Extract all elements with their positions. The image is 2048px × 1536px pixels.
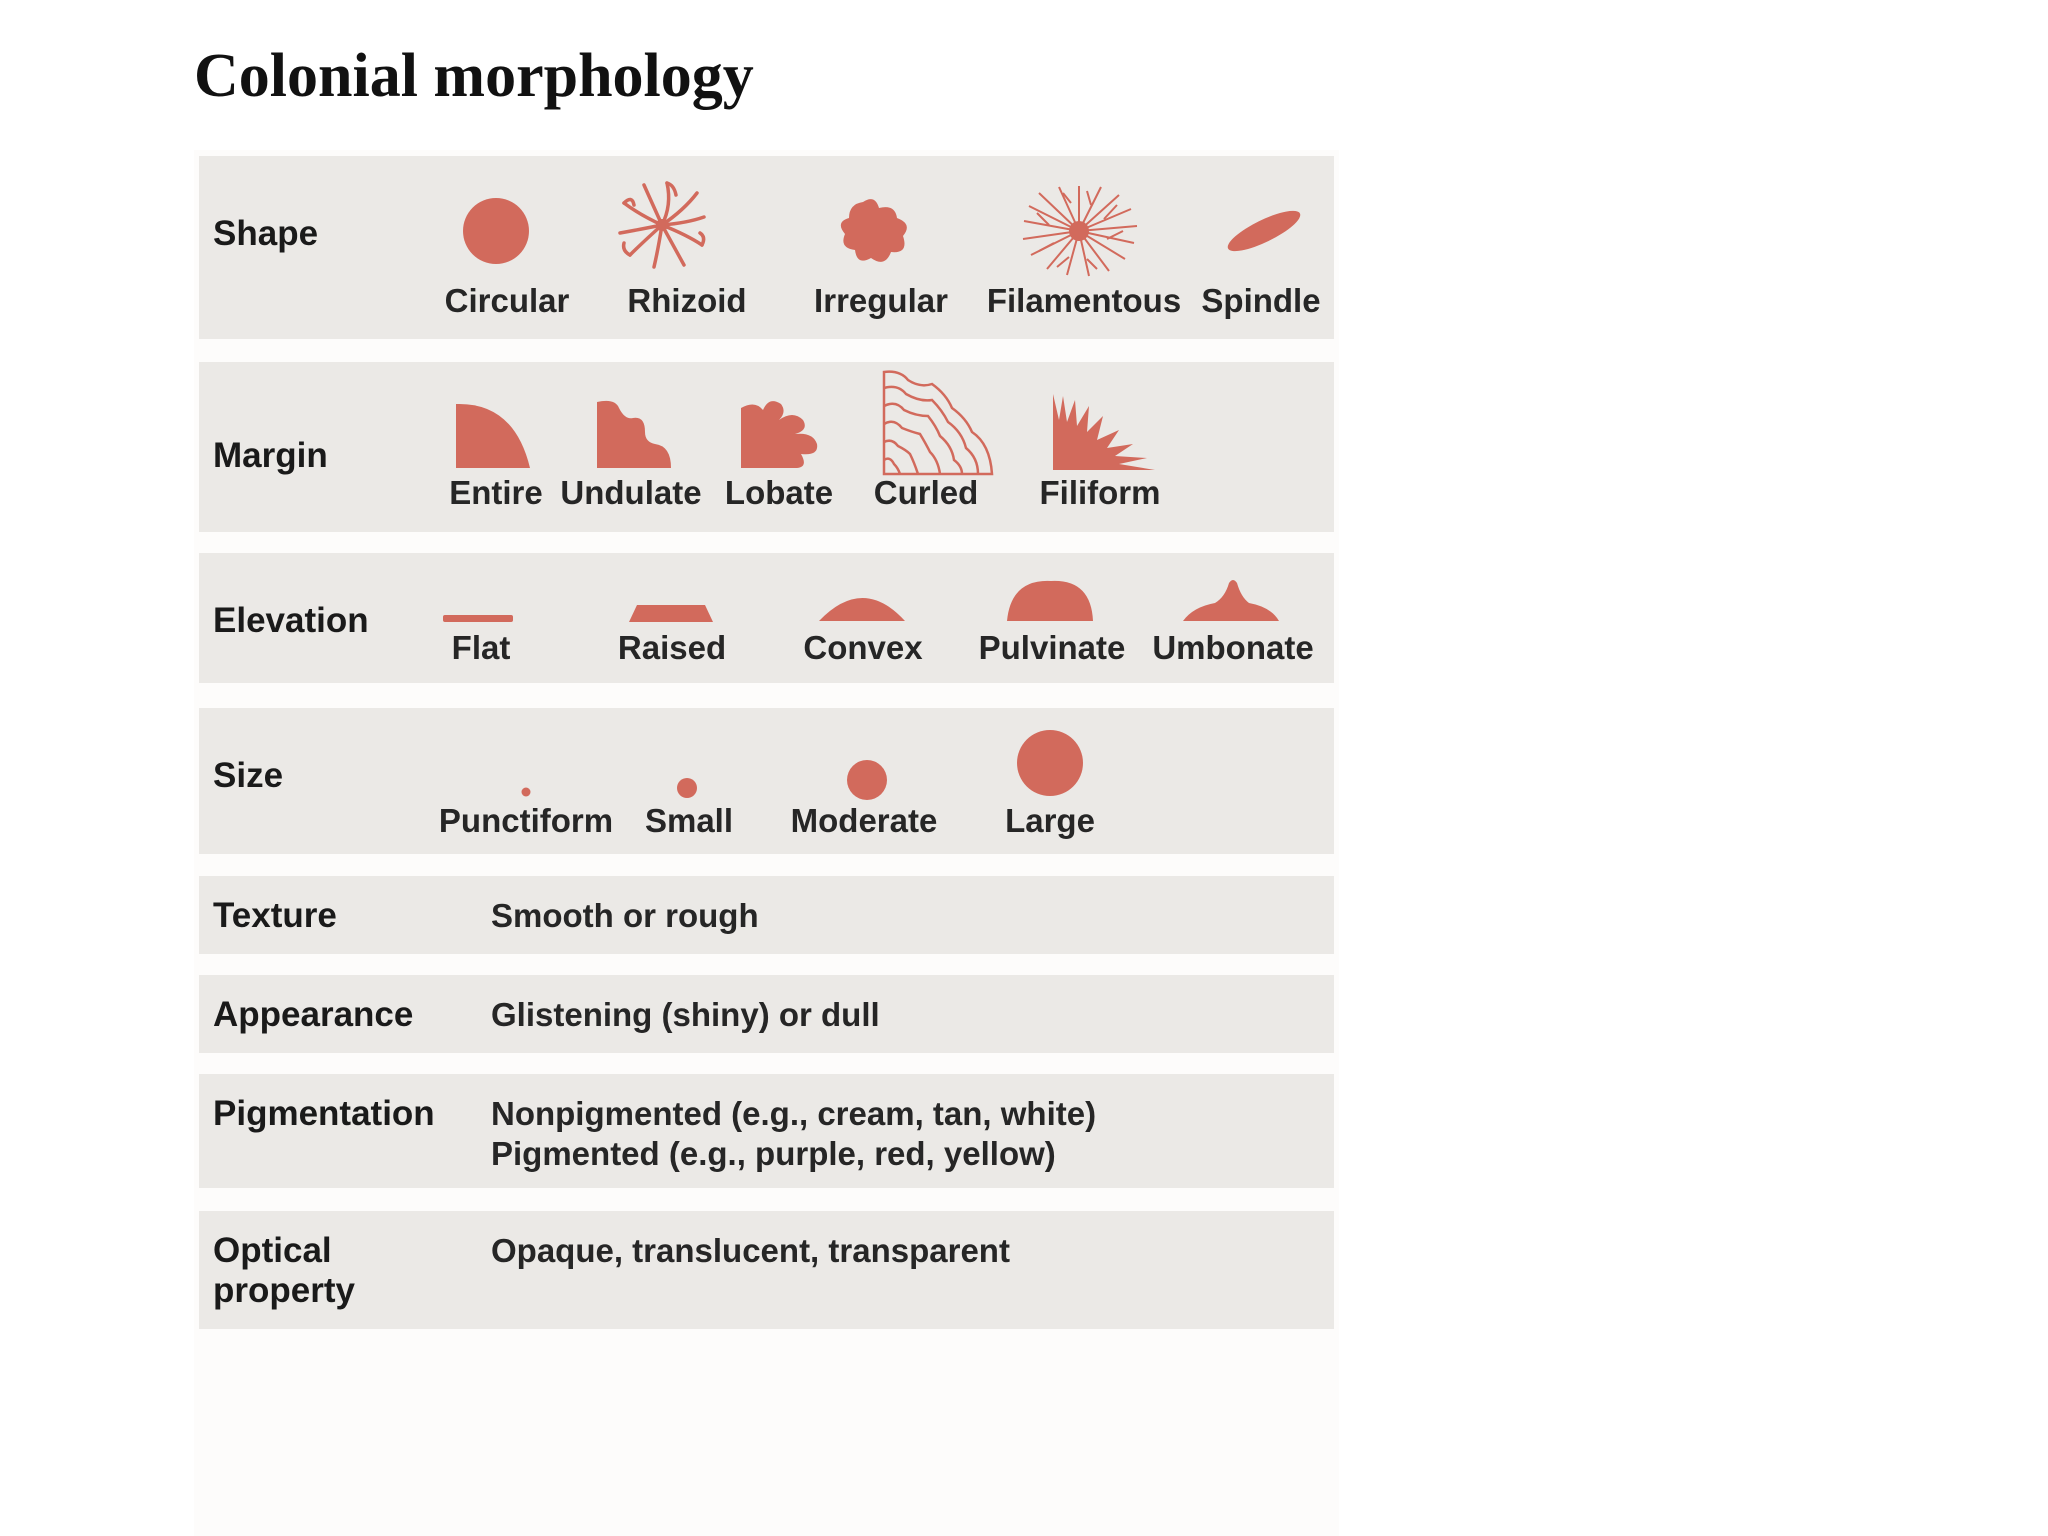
shape-label-filamentous: Filamentous (986, 282, 1182, 319)
elevation-label-convex: Convex (803, 629, 923, 666)
margin-label-curled: Curled (873, 474, 979, 511)
row-shape: Shape Circular (199, 156, 1334, 339)
margin-label-filiform: Filiform (1039, 474, 1161, 511)
page-title: Colonial morphology (194, 42, 754, 110)
size-label-moderate: Moderate (790, 802, 938, 839)
margin-label-lobate: Lobate (724, 474, 834, 511)
flat-elevation-icon (443, 615, 513, 622)
pulvinate-elevation-icon (1007, 580, 1093, 621)
margin-label-entire: Entire (449, 474, 543, 511)
row-appearance: Appearance Glistening (shiny) or dull (199, 975, 1334, 1053)
elevation-label-raised: Raised (617, 629, 727, 666)
row-margin: Margin Entire Undulate Lobate Curled (199, 362, 1334, 532)
large-size-icon (1017, 730, 1083, 796)
shape-label-circular: Circular (444, 282, 570, 319)
circular-colony-icon (463, 198, 529, 264)
irregular-colony-icon (840, 199, 907, 262)
rhizoid-colony-icon (618, 181, 706, 269)
small-size-icon (677, 778, 697, 798)
elevation-label-umbonate: Umbonate (1152, 629, 1314, 666)
filamentous-colony-icon (1022, 186, 1138, 277)
curled-margin-icon (882, 370, 994, 476)
row-label-optical-line-1: Optical (213, 1231, 332, 1270)
row-size: Size Punctiform Small Moderate Large (199, 708, 1334, 854)
row-pigmentation: Pigmentation Nonpigmented (e.g., cream, … (199, 1074, 1334, 1188)
margin-label-undulate: Undulate (560, 474, 702, 511)
shape-label-irregular: Irregular (814, 282, 948, 319)
row-label-appearance: Appearance (213, 995, 414, 1034)
row-label-texture: Texture (213, 896, 337, 935)
appearance-description: Glistening (shiny) or dull (491, 996, 880, 1033)
row-label-margin: Margin (213, 436, 328, 475)
size-label-large: Large (1005, 802, 1095, 839)
umbonate-elevation-icon (1183, 580, 1279, 621)
size-label-small: Small (644, 802, 734, 839)
entire-margin-icon (456, 403, 530, 468)
texture-description: Smooth or rough (491, 897, 759, 934)
row-label-shape: Shape (213, 214, 319, 253)
punctiform-size-icon (521, 787, 531, 797)
optical-description: Opaque, translucent, transparent (491, 1232, 1010, 1269)
undulate-margin-icon (597, 400, 671, 468)
pigmentation-description-line-1: Nonpigmented (e.g., cream, tan, white) (491, 1095, 1097, 1132)
row-elevation: Elevation Flat Raised Convex Pulvinate U… (199, 553, 1334, 683)
row-texture: Texture Smooth or rough (199, 876, 1334, 954)
spindle-colony-icon (1227, 210, 1301, 252)
morphology-figure: Shape Circular (194, 150, 1339, 1536)
moderate-size-icon (847, 760, 887, 800)
row-label-pigmentation: Pigmentation (213, 1094, 435, 1133)
row-label-optical-line-2: property (213, 1271, 355, 1310)
shape-label-rhizoid: Rhizoid (627, 282, 747, 319)
elevation-label-flat: Flat (451, 629, 511, 666)
raised-elevation-icon (629, 605, 713, 622)
shape-label-spindle: Spindle (1201, 282, 1321, 319)
row-label-elevation: Elevation (213, 601, 369, 640)
pigmentation-description-line-2: Pigmented (e.g., purple, red, yellow) (491, 1135, 1056, 1172)
elevation-label-pulvinate: Pulvinate (978, 629, 1126, 666)
convex-elevation-icon (819, 598, 905, 621)
lobate-margin-icon (741, 401, 818, 468)
size-label-punctiform: Punctiform (438, 802, 614, 839)
row-label-size: Size (213, 756, 284, 795)
filiform-margin-icon (1053, 394, 1155, 470)
row-optical-property: Optical property Opaque, translucent, tr… (199, 1211, 1334, 1329)
